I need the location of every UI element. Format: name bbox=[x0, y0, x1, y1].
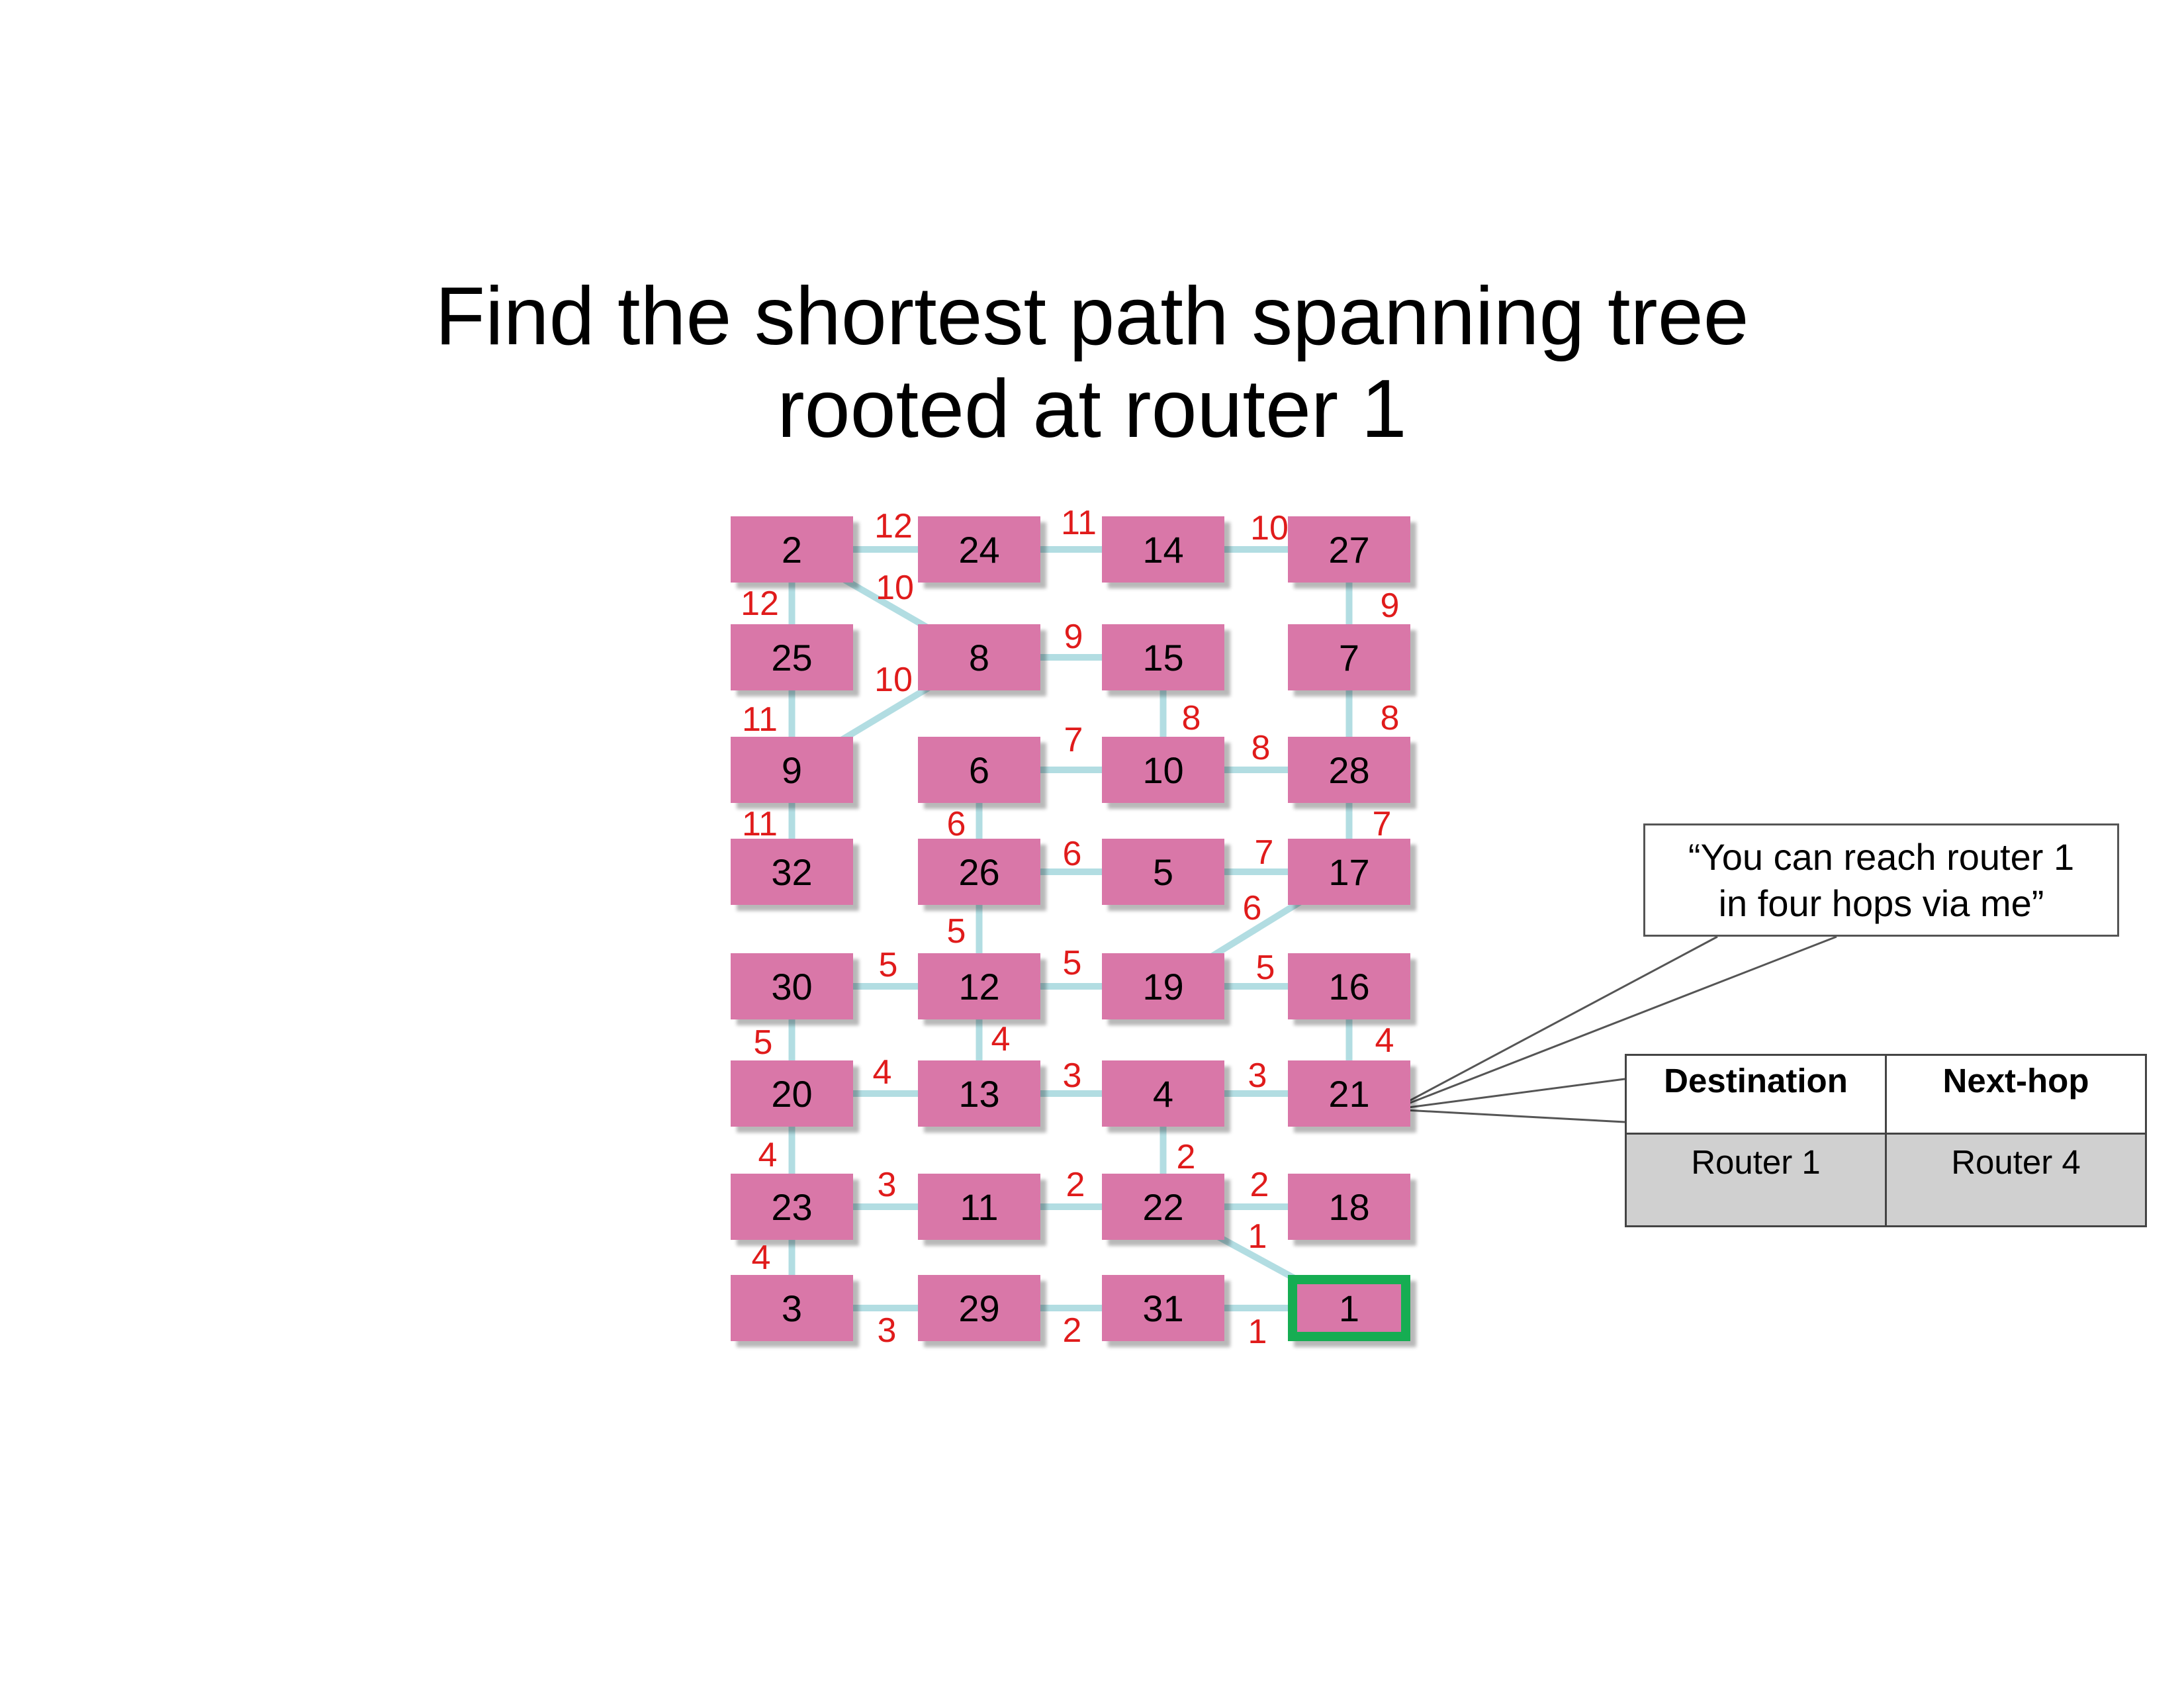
router-node: 6 bbox=[918, 737, 1040, 803]
edge-weight-label: 1 bbox=[1248, 1217, 1267, 1256]
router-node: 30 bbox=[731, 953, 853, 1019]
router-node: 21 bbox=[1288, 1060, 1410, 1127]
router-node: 16 bbox=[1288, 953, 1410, 1019]
callout-bubble: “You can reach router 1 in four hops via… bbox=[1643, 823, 2119, 937]
callout-line2: in four hops via me” bbox=[1718, 882, 2044, 924]
router-node: 12 bbox=[918, 953, 1040, 1019]
router-node: 22 bbox=[1102, 1174, 1224, 1240]
edge-weight-label: 5 bbox=[946, 912, 966, 951]
edge-weight-label: 2 bbox=[1176, 1138, 1196, 1176]
router-node: 3 bbox=[731, 1275, 853, 1341]
edge-weight-label: 7 bbox=[1254, 833, 1274, 872]
router-node: 5 bbox=[1102, 839, 1224, 905]
edge-weight-label: 10 bbox=[1250, 509, 1289, 547]
edge-weight-label: 5 bbox=[878, 946, 898, 984]
router-node: 29 bbox=[918, 1275, 1040, 1341]
router-node: 11 bbox=[918, 1174, 1040, 1240]
cell-next-hop: Router 4 bbox=[1885, 1133, 2147, 1227]
callout-pointer-bubble bbox=[1392, 935, 1837, 1111]
callout-pointer-table bbox=[1392, 1108, 1625, 1123]
edge-weight-label: 3 bbox=[877, 1166, 897, 1204]
edge-weight-label: 7 bbox=[1372, 805, 1392, 843]
edge-weight-label: 6 bbox=[1242, 889, 1262, 927]
router-node: 4 bbox=[1102, 1060, 1224, 1127]
edge-weight-label: 2 bbox=[1062, 1311, 1082, 1350]
slide-title-line2: rooted at router 1 bbox=[777, 363, 1407, 455]
edge-weight-label: 5 bbox=[1255, 949, 1275, 987]
router-node: 17 bbox=[1288, 839, 1410, 905]
router-node: 8 bbox=[918, 624, 1040, 690]
edge-weight-label: 11 bbox=[1061, 504, 1097, 542]
router-node: 27 bbox=[1288, 516, 1410, 583]
edge-weight-label: 9 bbox=[1380, 586, 1400, 625]
header-destination: Destination bbox=[1625, 1054, 1887, 1135]
edge-weight-label: 2 bbox=[1250, 1166, 1269, 1204]
router-node: 14 bbox=[1102, 516, 1224, 583]
router-node: 13 bbox=[918, 1060, 1040, 1127]
router-node: 31 bbox=[1102, 1275, 1224, 1341]
router-node: 15 bbox=[1102, 624, 1224, 690]
edge-weight-label: 6 bbox=[946, 805, 966, 843]
edge-weight-label: 4 bbox=[872, 1053, 892, 1092]
edge-weight-label: 1 bbox=[1248, 1313, 1267, 1351]
routing-table: Destination Next-hop Router 1 Router 4 bbox=[1625, 1054, 2147, 1227]
router-node: 23 bbox=[731, 1174, 853, 1240]
edge-weight-label: 11 bbox=[742, 805, 778, 843]
edge-weight-label: 3 bbox=[877, 1311, 897, 1350]
edge-weight-label: 8 bbox=[1181, 699, 1201, 737]
cell-destination: Router 1 bbox=[1625, 1133, 1887, 1227]
edge-weight-label: 9 bbox=[1064, 618, 1083, 656]
edge-weight-label: 11 bbox=[742, 700, 778, 739]
router-node: 19 bbox=[1102, 953, 1224, 1019]
edge-weight-label: 8 bbox=[1380, 699, 1400, 737]
router-node: 7 bbox=[1288, 624, 1410, 690]
edge-weight-label: 3 bbox=[1248, 1056, 1267, 1095]
router-node: 9 bbox=[731, 737, 853, 803]
callout-pointer-table bbox=[1392, 1078, 1625, 1111]
edge-weight-label: 4 bbox=[751, 1239, 771, 1277]
edge-weight-label: 4 bbox=[991, 1020, 1011, 1058]
edge-weight-label: 12 bbox=[741, 585, 779, 623]
router-node: 28 bbox=[1288, 737, 1410, 803]
slide-title-line1: Find the shortest path spanning tree bbox=[435, 271, 1749, 362]
callout-line1: “You can reach router 1 bbox=[1688, 835, 2075, 878]
edge-weight-label: 10 bbox=[874, 661, 913, 699]
edge-weight-label: 8 bbox=[1251, 729, 1271, 767]
edge-weight-label: 2 bbox=[1066, 1166, 1085, 1204]
edge-weight-label: 4 bbox=[758, 1136, 778, 1174]
router-node: 25 bbox=[731, 624, 853, 690]
router-node: 26 bbox=[918, 839, 1040, 905]
header-next-hop: Next-hop bbox=[1885, 1054, 2147, 1135]
callout-pointer-bubble bbox=[1392, 935, 1718, 1111]
edge-weight-label: 10 bbox=[876, 569, 914, 607]
table-row: Router 1 Router 4 bbox=[1625, 1133, 2147, 1227]
edge-weight-label: 6 bbox=[1062, 835, 1082, 873]
router-node: 2 bbox=[731, 516, 853, 583]
router-node-root: 1 bbox=[1288, 1275, 1410, 1341]
edge-weight-label: 12 bbox=[874, 507, 913, 545]
edge-weight-label: 5 bbox=[1062, 944, 1082, 982]
router-node: 24 bbox=[918, 516, 1040, 583]
edge-weight-label: 3 bbox=[1062, 1056, 1082, 1095]
router-node: 32 bbox=[731, 839, 853, 905]
router-node: 18 bbox=[1288, 1174, 1410, 1240]
router-node: 10 bbox=[1102, 737, 1224, 803]
router-node: 20 bbox=[731, 1060, 853, 1127]
routing-table-header: Destination Next-hop bbox=[1625, 1054, 2147, 1135]
edge-weight-label: 4 bbox=[1375, 1021, 1394, 1060]
edge-weight-label: 7 bbox=[1064, 721, 1083, 759]
edge-weight-label: 5 bbox=[753, 1023, 773, 1062]
